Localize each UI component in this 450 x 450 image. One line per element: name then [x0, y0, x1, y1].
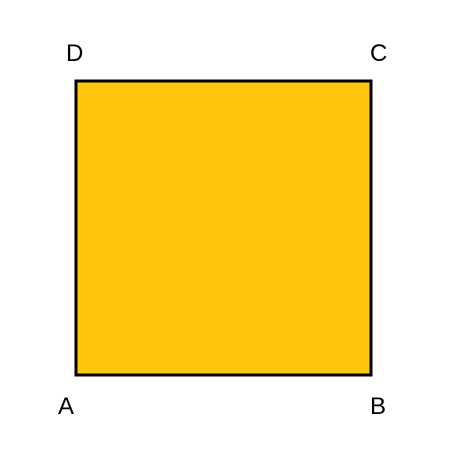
vertex-label-c: C — [370, 40, 387, 67]
square-shape — [74, 79, 373, 377]
vertex-label-a: A — [58, 393, 74, 420]
vertex-label-d: D — [66, 40, 83, 67]
vertex-label-b: B — [370, 393, 386, 420]
